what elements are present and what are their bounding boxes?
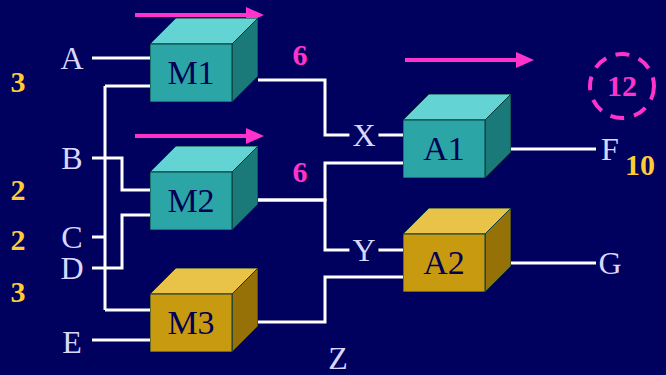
gate-box: M2 (150, 146, 258, 230)
arrival-time: 2 (11, 225, 26, 255)
input-name: A (60, 42, 83, 74)
gate-name: A1 (423, 132, 465, 166)
gate-box: A1 (403, 94, 511, 178)
gate-box: M3 (150, 268, 258, 352)
gate-box: A2 (403, 208, 511, 292)
arrival-time: 3 (11, 67, 26, 97)
highlight-circle (590, 54, 654, 118)
delay-value: 12 (607, 71, 637, 101)
input-name: D (60, 252, 83, 284)
arrival-time: 2 (11, 175, 26, 205)
input-name: C (61, 221, 82, 253)
signal-wire (258, 200, 403, 250)
delay-value: 6 (293, 40, 308, 70)
wire-name: Z (325, 342, 351, 374)
gate-box: M1 (150, 18, 258, 102)
output-name: G (598, 247, 621, 279)
signal-wire (258, 80, 403, 135)
signal-wire (258, 163, 403, 200)
output-name: F (601, 133, 619, 165)
input-name: E (62, 326, 82, 358)
delay-value: 6 (293, 157, 308, 187)
gate-name: M1 (167, 56, 214, 90)
gate-name: A2 (423, 246, 465, 280)
delay-value: 10 (625, 150, 655, 180)
arrival-time: 3 (11, 277, 26, 307)
signal-wire (258, 277, 403, 322)
gate-name: M3 (167, 306, 214, 340)
gate-name: M2 (167, 184, 214, 218)
input-name: B (61, 142, 82, 174)
wire-name: X (349, 119, 378, 151)
wire-name: Y (349, 234, 378, 266)
